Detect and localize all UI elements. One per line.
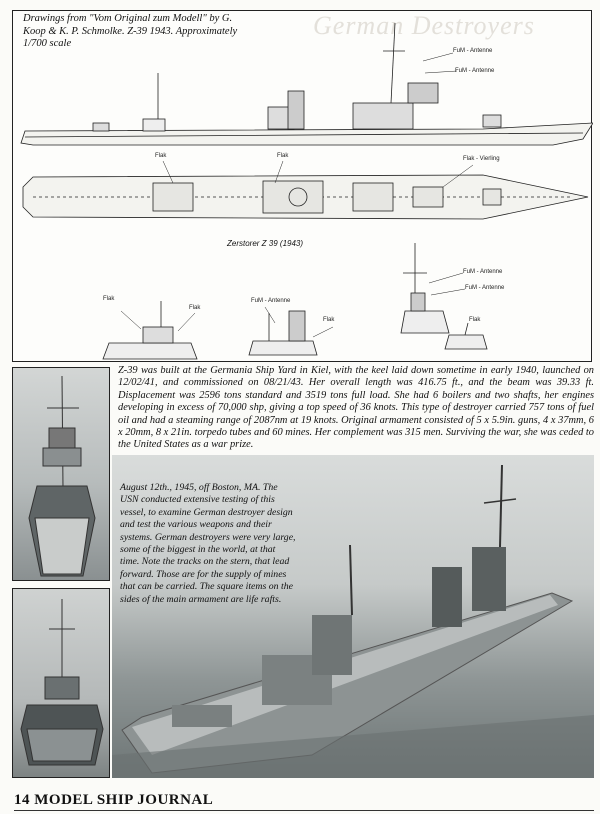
page-footer: 14 MODEL SHIP JOURNAL xyxy=(14,792,214,808)
label-fum-antenne: FuM - Antenne xyxy=(465,285,505,291)
label-flak-vierling: Flak - Vierling xyxy=(463,156,500,162)
ship-line-drawings xyxy=(20,22,593,360)
label-flak: Flak xyxy=(323,317,335,323)
photo-ship-stern-view xyxy=(12,588,110,778)
label-fum-antenne: FuM - Antenne xyxy=(453,48,493,54)
ship-main-silhouette xyxy=(112,464,594,778)
article-body-text: Z-39 was built at the Germania Ship Yard… xyxy=(118,365,594,451)
ship-bow-silhouette xyxy=(28,375,96,577)
faint-title: German Destroyers xyxy=(313,11,535,40)
photo-caption: August 12th., 1945, off Boston, MA. The … xyxy=(120,482,296,605)
label-fum-antenne: FuM - Antenne xyxy=(463,269,503,275)
label-fum-antenne: FuM - Antenne xyxy=(251,298,291,304)
label-flak: Flak xyxy=(469,317,481,323)
label-fum-antenne: FuM - Antenne xyxy=(455,68,495,74)
ship-stern-silhouette xyxy=(20,599,104,766)
label-flak: Flak xyxy=(155,153,167,159)
zerstorer-label: Zerstorer Z 39 (1943) xyxy=(227,239,304,248)
label-flak: Flak xyxy=(103,296,115,302)
photo-ship-main: August 12th., 1945, off Boston, MA. The … xyxy=(112,455,594,778)
drawing-caption: Drawings from "Vom Original zum Modell" … xyxy=(23,13,238,49)
footer-divider xyxy=(14,810,594,811)
label-flak: Flak xyxy=(277,153,289,159)
label-flak: Flak xyxy=(189,305,201,311)
drawing-panel: German Destroyers Drawings from "Vom Ori… xyxy=(12,10,593,362)
photo-ship-bow-view xyxy=(12,367,110,581)
